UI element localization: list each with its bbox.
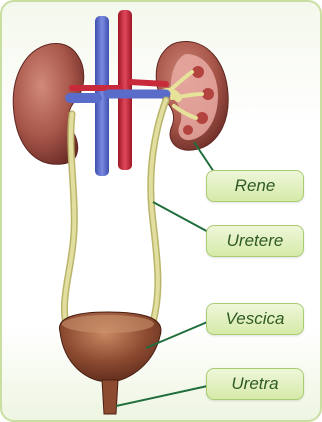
label-uretere: Uretere — [206, 225, 304, 257]
label-uretra: Uretra — [206, 368, 304, 400]
leader-line-uretra — [116, 385, 212, 406]
label-vescica: Vescica — [206, 303, 304, 335]
leader-line-uretere — [153, 202, 212, 234]
label-rene: Rene — [206, 170, 304, 202]
urethra — [102, 380, 118, 414]
